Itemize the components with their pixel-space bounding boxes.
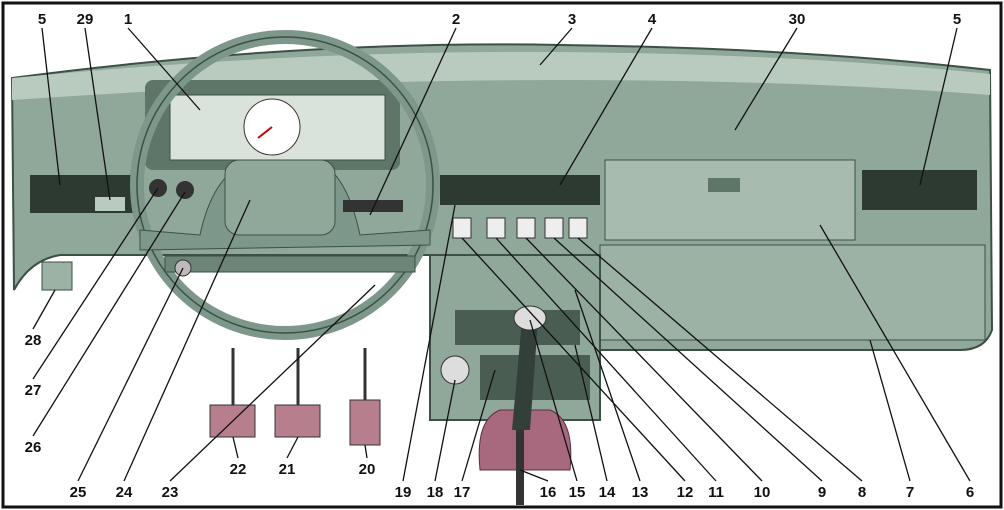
switch-row <box>452 217 588 239</box>
callout-label-25: 25 <box>70 484 87 501</box>
leader-line-16 <box>519 469 549 482</box>
leader-line-17 <box>461 369 496 482</box>
leader-line-8 <box>577 237 863 482</box>
speedometer-needle <box>257 126 273 139</box>
leader-line-28 <box>32 289 56 330</box>
brake-pedal <box>274 348 321 438</box>
callout-label-9: 9 <box>818 484 826 501</box>
callout-label-1: 1 <box>124 11 132 28</box>
leader-line-23 <box>169 284 376 482</box>
callout-label-26: 26 <box>25 439 42 456</box>
callout-label-13: 13 <box>632 484 649 501</box>
fuse-box-cover <box>41 261 73 291</box>
dashboard-top-pad <box>12 51 990 100</box>
leader-line-22 <box>232 436 239 459</box>
callout-label-5: 5 <box>953 11 961 28</box>
leader-line-13 <box>574 289 641 482</box>
steering-wheel-edge <box>136 36 434 334</box>
callout-label-7: 7 <box>906 484 914 501</box>
shelf <box>599 244 986 341</box>
callout-label-24: 24 <box>116 484 133 501</box>
gear-lever <box>512 320 538 430</box>
callout-label-20: 20 <box>359 461 376 478</box>
callout-label-2: 2 <box>452 11 460 28</box>
leader-line-30 <box>734 27 798 131</box>
center-vent <box>440 175 600 205</box>
callout-label-11: 11 <box>708 484 724 501</box>
glove-box <box>604 159 856 241</box>
callout-label-27: 27 <box>25 382 42 399</box>
leader-line-12 <box>461 237 686 482</box>
vent-control-left <box>95 197 125 211</box>
leader-line-18 <box>434 379 456 482</box>
callout-label-8: 8 <box>858 484 866 501</box>
glove-box-handle <box>708 178 740 192</box>
leader-line-4 <box>559 27 653 186</box>
callout-label-3: 3 <box>568 11 576 28</box>
clutch-pedal <box>209 348 256 438</box>
callout-label-12: 12 <box>677 484 694 501</box>
leader-line-5 <box>919 27 958 186</box>
callout-label-6: 6 <box>966 484 974 501</box>
horn-pad <box>224 159 336 236</box>
leader-line-6 <box>819 224 971 482</box>
callout-label-15: 15 <box>569 484 586 501</box>
leader-line-29 <box>84 27 111 201</box>
callout-label-28: 28 <box>25 332 42 349</box>
leader-line-21 <box>286 436 299 459</box>
callout-label-29: 29 <box>77 11 94 28</box>
leader-line-15 <box>529 319 578 482</box>
storage-tray <box>480 355 590 400</box>
leader-line-3 <box>539 27 573 66</box>
switch-knob-26 <box>176 181 194 199</box>
leader-line-19 <box>402 204 456 482</box>
leader-line-2 <box>369 27 457 216</box>
callout-label-23: 23 <box>162 484 179 501</box>
gear-knob <box>513 305 547 331</box>
leader-line-27 <box>32 187 159 380</box>
leader-line-5 <box>41 27 61 186</box>
accelerator-pedal <box>349 348 381 446</box>
leader-line-1 <box>127 27 201 111</box>
cigarette-lighter <box>440 355 470 385</box>
callout-label-16: 16 <box>540 484 557 501</box>
callout-label-10: 10 <box>754 484 771 501</box>
leader-line-9 <box>553 237 823 482</box>
callout-label-30: 30 <box>789 11 806 28</box>
leader-line-10 <box>525 237 763 482</box>
leader-line-20 <box>364 444 368 459</box>
callout-label-17: 17 <box>454 484 471 501</box>
callout-label-5: 5 <box>38 11 46 28</box>
callout-label-14: 14 <box>599 484 616 501</box>
gear-boot <box>478 409 572 471</box>
callout-label-4: 4 <box>648 11 657 28</box>
callout-label-21: 21 <box>279 461 296 478</box>
leader-line-24 <box>123 199 251 482</box>
callout-label-18: 18 <box>427 484 444 501</box>
right-vent <box>862 170 977 210</box>
callout-label-19: 19 <box>395 484 412 501</box>
column-switch <box>343 200 403 212</box>
leader-line-25 <box>77 267 184 482</box>
leader-line-7 <box>869 339 911 482</box>
leader-line-26 <box>32 191 186 437</box>
leader-line-11 <box>495 237 717 482</box>
callout-label-22: 22 <box>230 461 247 478</box>
lower-trim <box>164 255 416 273</box>
